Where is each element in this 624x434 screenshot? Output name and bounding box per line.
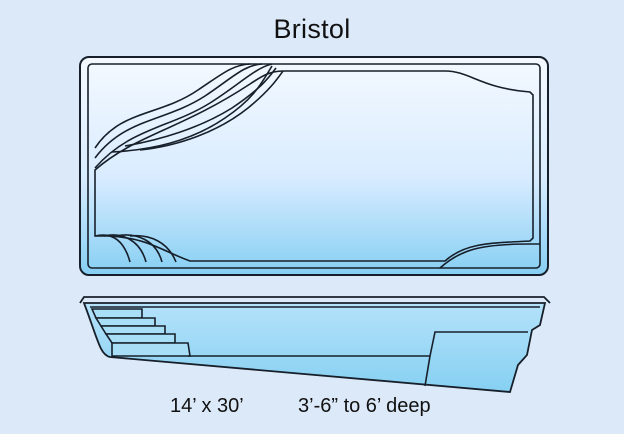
pool-depth-label: 3’-6” to 6’ deep xyxy=(298,395,431,417)
plan-coping xyxy=(79,56,549,276)
entry-steps-top-left xyxy=(94,63,284,169)
pool-floor-outline xyxy=(94,70,534,262)
side-deep-bench xyxy=(429,331,528,357)
side-coping xyxy=(79,296,551,304)
side-pool-body xyxy=(82,302,547,393)
entry-steps-bottom-left xyxy=(94,234,177,263)
plan-inner-wall xyxy=(87,63,541,269)
side-deep-slope xyxy=(424,355,431,387)
side-entry-steps xyxy=(90,308,191,357)
pool-size-label: 14’ x 30’ xyxy=(170,395,244,417)
side-view xyxy=(79,296,551,393)
plan-view xyxy=(79,56,549,276)
pool-title: Bristol xyxy=(273,14,351,44)
bench-bottom-right xyxy=(439,243,540,269)
